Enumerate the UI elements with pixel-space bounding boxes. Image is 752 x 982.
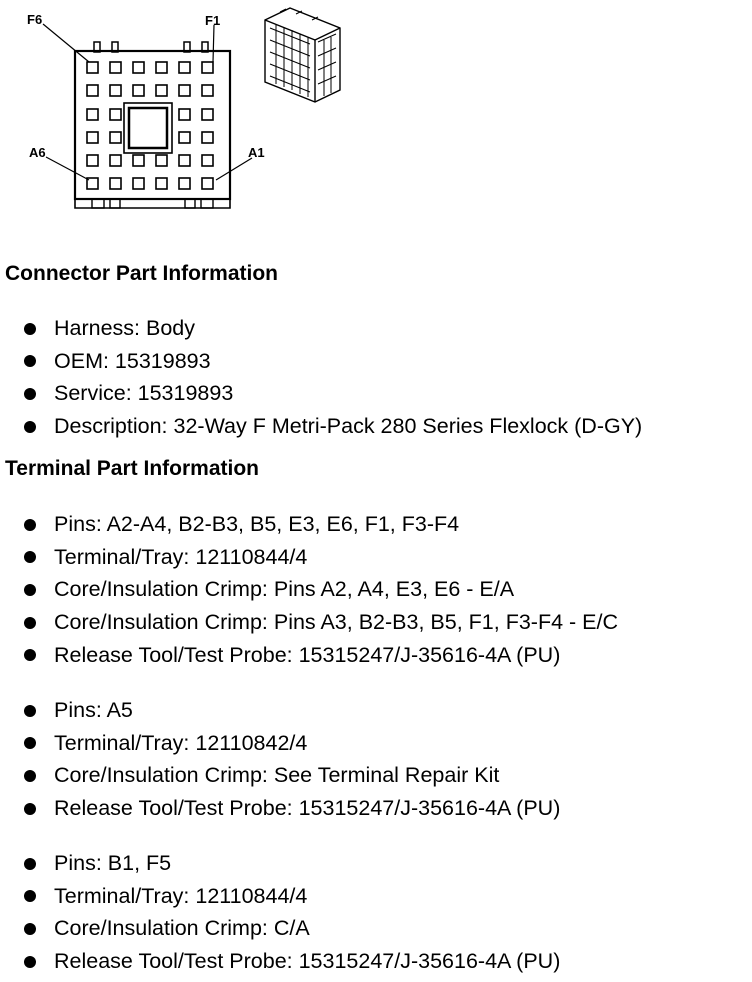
bullet-icon <box>24 649 36 662</box>
terminal-group-1: Pins: A2-A4, B2-B3, B5, E3, E6, F1, F3-F… <box>0 508 618 671</box>
pin-cavity <box>178 61 191 74</box>
label-a1: A1 <box>248 145 265 160</box>
bullet-icon <box>24 737 36 750</box>
pin-cavity <box>132 61 145 74</box>
list-item: Release Tool/Test Probe: 15315247/J-3561… <box>0 639 618 672</box>
terminal-part-information-heading: Terminal Part Information <box>5 457 259 480</box>
list-item: Pins: A5 <box>0 694 560 727</box>
pin-cavity <box>178 84 191 97</box>
pin-cavity <box>86 84 99 97</box>
pin-cavity <box>155 61 168 74</box>
bullet-icon <box>24 802 36 815</box>
bullet-icon <box>24 583 36 596</box>
pin-cavity <box>201 84 214 97</box>
pin-cavity <box>86 108 99 121</box>
pin-cavity <box>109 131 122 144</box>
label-f6: F6 <box>27 12 42 27</box>
list-item: Core/Insulation Crimp: C/A <box>0 912 560 945</box>
connector-iso-view <box>264 7 341 103</box>
list-item: Service: 15319893 <box>0 377 642 410</box>
pin-cavity <box>132 177 145 190</box>
bullet-icon <box>24 955 36 968</box>
bullet-icon <box>24 420 36 433</box>
terminal-group-2: Pins: A5 Terminal/Tray: 12110842/4 Core/… <box>0 694 560 825</box>
pin-cavity <box>109 61 122 74</box>
pin-cavity <box>201 177 214 190</box>
pin-cavity <box>178 108 191 121</box>
bullet-icon <box>24 322 36 335</box>
connector-diagram: F6 F1 A6 A1 <box>27 7 341 209</box>
list-item: OEM: 15319893 <box>0 345 642 378</box>
pin-cavity <box>201 108 214 121</box>
bullet-icon <box>24 922 36 935</box>
pin-cavity <box>86 154 99 167</box>
bullet-icon <box>24 704 36 717</box>
label-a6: A6 <box>29 145 46 160</box>
bullet-icon <box>24 857 36 870</box>
pin-cavity <box>109 84 122 97</box>
bullet-icon <box>24 616 36 629</box>
pin-cavity <box>86 131 99 144</box>
list-item: Harness: Body <box>0 312 642 345</box>
pin-cavity <box>109 108 122 121</box>
list-item: Description: 32-Way F Metri-Pack 280 Ser… <box>0 410 642 443</box>
bullet-icon <box>24 551 36 564</box>
list-item: Core/Insulation Crimp: Pins A3, B2-B3, B… <box>0 606 618 639</box>
bullet-icon <box>24 387 36 400</box>
list-item: Release Tool/Test Probe: 15315247/J-3561… <box>0 945 560 978</box>
list-item: Pins: A2-A4, B2-B3, B5, E3, E6, F1, F3-F… <box>0 508 618 541</box>
pin-cavity <box>109 177 122 190</box>
pin-cavity <box>155 84 168 97</box>
bullet-icon <box>24 769 36 782</box>
pin-cavity <box>178 154 191 167</box>
bullet-icon <box>24 518 36 531</box>
list-item: Terminal/Tray: 12110842/4 <box>0 727 560 760</box>
bullet-icon <box>24 890 36 903</box>
pin-cavity <box>86 61 99 74</box>
pin-cavity <box>86 177 99 190</box>
pin-cavity <box>132 154 145 167</box>
list-item: Pins: B1, F5 <box>0 847 560 880</box>
connector-info-list: Harness: Body OEM: 15319893 Service: 153… <box>0 312 642 443</box>
pin-cavity <box>201 61 214 74</box>
list-item: Terminal/Tray: 12110844/4 <box>0 541 618 574</box>
pin-cavity <box>155 154 168 167</box>
pin-cavity <box>178 131 191 144</box>
connector-part-information-heading: Connector Part Information <box>5 262 279 285</box>
pin-cavity <box>201 154 214 167</box>
terminal-group-3: Pins: B1, F5 Terminal/Tray: 12110844/4 C… <box>0 847 560 978</box>
list-item: Terminal/Tray: 12110844/4 <box>0 880 560 913</box>
bullet-icon <box>24 355 36 368</box>
list-item: Core/Insulation Crimp: Pins A2, A4, E3, … <box>0 573 618 606</box>
pin-cavity <box>155 177 168 190</box>
list-item: Release Tool/Test Probe: 15315247/J-3561… <box>0 792 560 825</box>
pin-cavity <box>132 84 145 97</box>
pin-cavity <box>109 154 122 167</box>
list-item: Core/Insulation Crimp: See Terminal Repa… <box>0 759 560 792</box>
pin-cavity <box>201 131 214 144</box>
pin-cavity <box>178 177 191 190</box>
label-f1: F1 <box>205 13 220 28</box>
